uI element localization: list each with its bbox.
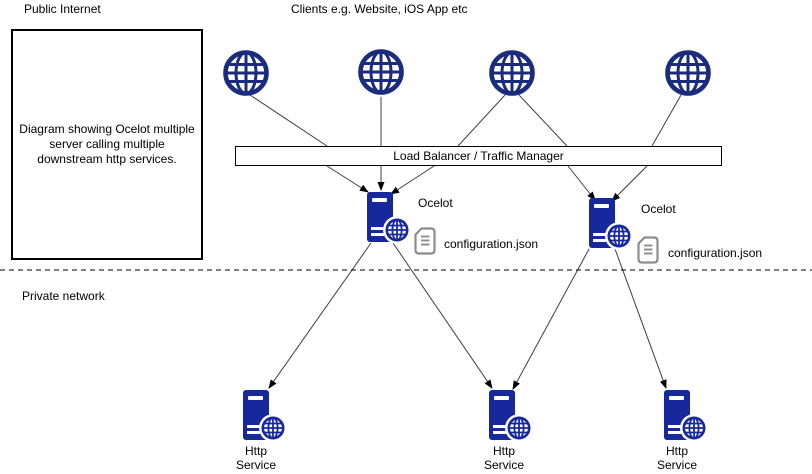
load-balancer-box: Load Balancer / Traffic Manager [235, 146, 722, 166]
edge-ocelot2-to-service3 [614, 248, 667, 389]
client1-globe-icon [221, 48, 271, 98]
edge-lb-to-ocelot2-b [611, 165, 648, 202]
edge-client1-to-lb [249, 94, 328, 147]
ocelot1-label: Ocelot [418, 196, 453, 210]
ocelot2-server-globe-icon [586, 196, 634, 252]
client4-globe-icon [663, 48, 713, 98]
ocelot1-config-label: configuration.json [444, 237, 539, 251]
description-box: Diagram showing Ocelot multiple server c… [11, 29, 203, 260]
ocelot1-config-document-icon [413, 226, 437, 256]
client2-globe-icon [356, 47, 406, 97]
service2-label: Http Service [483, 444, 524, 472]
edge-ocelot1-to-service2 [392, 242, 493, 389]
edge-ocelot1-to-service1 [268, 242, 372, 389]
service1-server-globe-icon [240, 388, 288, 444]
edge-lb-to-ocelot1-c [390, 165, 435, 195]
edge-lb-to-ocelot2-a [567, 165, 596, 201]
service1-label: Http Service [235, 444, 276, 472]
edge-ocelot2-to-service2 [512, 248, 590, 390]
service3-server-globe-icon [661, 388, 709, 444]
service2-server-globe-icon [486, 388, 534, 444]
public-internet-label: Public Internet [24, 2, 101, 16]
load-balancer-label: Load Balancer / Traffic Manager [393, 149, 564, 163]
edge-lb-to-ocelot1-a [326, 165, 369, 193]
edge-client3-to-lb-right [518, 94, 568, 147]
edge-client3-to-lb-left [457, 94, 506, 147]
private-network-label: Private network [22, 289, 105, 303]
ocelot2-config-document-icon [636, 235, 660, 265]
clients-caption: Clients e.g. Website, iOS App etc [291, 2, 468, 16]
ocelot1-server-globe-icon [364, 190, 412, 246]
service3-label: Http Service [656, 444, 697, 472]
ocelot2-config-label: configuration.json [668, 246, 763, 260]
ocelot2-label: Ocelot [641, 202, 676, 216]
edge-client4-to-lb [651, 94, 682, 147]
description-text: Diagram showing Ocelot multiple server c… [19, 122, 195, 166]
client3-globe-icon [487, 48, 537, 98]
